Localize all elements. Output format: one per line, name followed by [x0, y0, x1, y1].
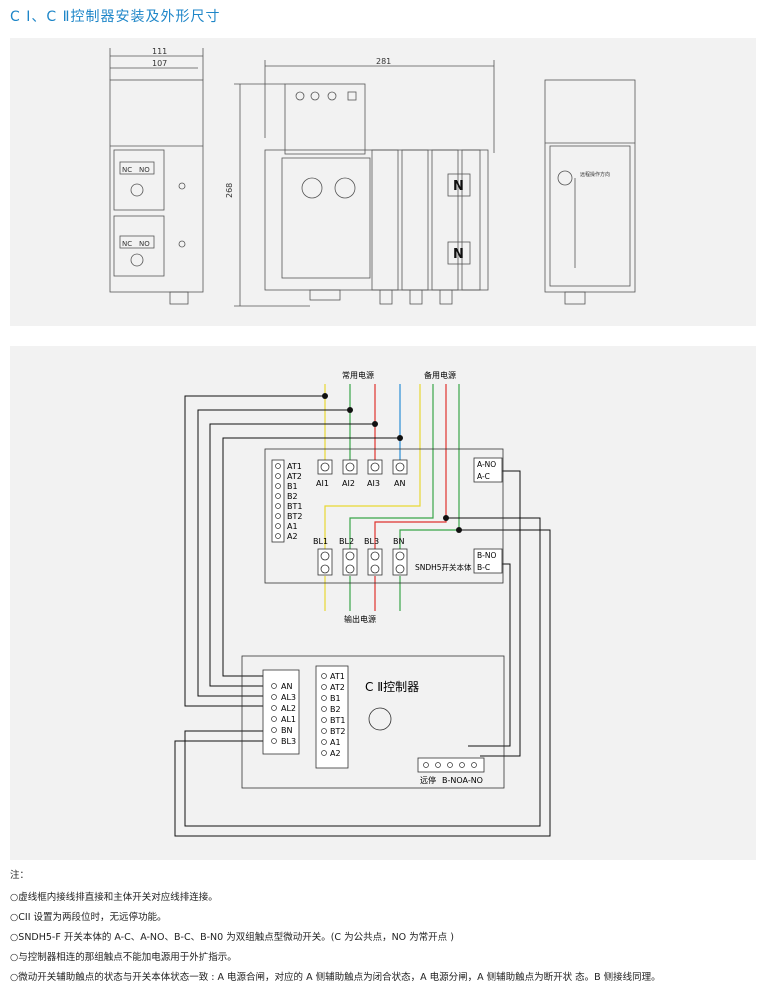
controller-frame	[241, 655, 505, 789]
term-b1: B1	[287, 482, 298, 491]
neutral-label-lower: N	[453, 247, 464, 262]
term-ai3: AI3	[367, 479, 380, 488]
wire-ctrl-an	[184, 395, 325, 707]
right-side-label: 远程操作方向	[580, 171, 610, 178]
controller-title: C Ⅱ控制器	[365, 680, 419, 694]
wire-backup-red	[374, 384, 447, 551]
switch-body-frame	[264, 448, 504, 584]
controller-knob-icon	[368, 707, 392, 731]
ctrl-bn: BN	[281, 726, 292, 735]
dim-text-281: 281	[376, 57, 391, 66]
term-bl2: BL2	[339, 537, 354, 546]
ctrl-al1: AL1	[281, 715, 296, 724]
outline-drawing: 111 107 NC NO NC NO 281 268 N N 远程操作方向	[109, 47, 636, 307]
ctrl-b1: B1	[330, 694, 341, 703]
front-view-top-module	[284, 83, 366, 155]
wiring-diagram: AT1 AT2 B1 B2 BT1 BT2 A1 A2 AI1 AI2 AI3 …	[174, 370, 551, 837]
side-nc-label-lower: NC	[122, 240, 132, 248]
term-bt2: BT2	[287, 512, 302, 521]
ctrl-at2: AT2	[330, 683, 345, 692]
ctrl-al3: AL3	[281, 693, 296, 702]
left-terminal-strip	[271, 459, 285, 543]
note-item: ○与控制器相连的那组触点不能加电源用于外扩指示。	[10, 952, 237, 963]
notes-section: 注： ○虚线框内接线排直接和主体开关对应线排连接。 ○CII 设置为两段位时，无…	[10, 866, 760, 988]
dim-text-111: 111	[152, 47, 167, 56]
side-view-body	[109, 79, 204, 293]
switch-body-label: SNDH5开关本体	[415, 562, 472, 572]
term-bl1: BL1	[313, 537, 328, 546]
wire-backup-green-black	[349, 384, 434, 551]
ctrl-a2: A2	[330, 749, 341, 758]
ctrl-bt2: BT2	[330, 727, 345, 736]
ctrl-a1: A1	[330, 738, 341, 747]
wiring-diagram-panel: AT1 AT2 B1 B2 BT1 BT2 A1 A2 AI1 AI2 AI3 …	[10, 346, 756, 860]
ctrl-bl3: BL3	[281, 737, 296, 746]
common-power-label: 常用电源	[342, 370, 374, 380]
side-nc-label: NC	[122, 166, 132, 174]
term-bt1: BT1	[287, 502, 302, 511]
ctrl-b2: B2	[330, 705, 341, 714]
output-power-label: 输出电源	[344, 614, 376, 624]
term-at2: AT2	[287, 472, 302, 481]
term-at1: AT1	[287, 462, 302, 471]
ctrl-at1: AT1	[330, 672, 345, 681]
note-item: ○CII 设置为两段位时，无远停功能。	[10, 912, 167, 923]
note-item: ○SNDH5-F 开关本体的 A-C、A-NO、B-C、B-N0 为双组触点型微…	[10, 932, 454, 943]
term-ai2: AI2	[342, 479, 355, 488]
a-c-label: A-C	[477, 472, 490, 481]
term-ai1: AI1	[316, 479, 329, 488]
notes-heading: 注：	[10, 870, 30, 881]
b-noa-no-label: B-NOA-NO	[442, 776, 483, 785]
term-a2: A2	[287, 532, 298, 541]
outline-dimension-panel: 111 107 NC NO NC NO 281 268 N N 远程操作方向	[10, 38, 756, 326]
note-item: ○虚线框内接线排直接和主体开关对应线排连接。	[10, 892, 218, 903]
dim-text-268: 268	[225, 183, 234, 198]
term-a1: A1	[287, 522, 298, 531]
wire-backup-yellow	[324, 384, 421, 551]
b-c-label: B-C	[477, 563, 490, 572]
remote-stop-label: 远停	[420, 775, 436, 785]
b-no-label: B-NO	[477, 551, 496, 560]
term-bn: BN	[393, 537, 404, 546]
dim-text-107: 107	[152, 59, 167, 68]
backup-power-label: 备用电源	[424, 370, 456, 380]
front-view-body	[264, 149, 481, 291]
ctrl-al2: AL2	[281, 704, 296, 713]
side-no-label: NO	[139, 166, 150, 174]
term-an: AN	[394, 479, 405, 488]
ctrl-an: AN	[281, 682, 292, 691]
wire-backup-green	[399, 384, 460, 551]
page-title: C Ⅰ、C Ⅱ控制器安装及外形尺寸	[10, 9, 221, 25]
ctrl-bt1: BT1	[330, 716, 345, 725]
neutral-label-upper: N	[453, 179, 464, 194]
note-item: ○微动开关辅助触点的状态与开关本体状态一致 : A 电源合闸，对应的 A 侧辅助…	[10, 972, 661, 983]
side-no-label-lower: NO	[139, 240, 150, 248]
right-side-view	[544, 79, 636, 293]
ctrl-mid-strip	[315, 665, 349, 769]
ctrl-left-strip	[262, 669, 300, 755]
term-b2: B2	[287, 492, 298, 501]
term-bl3: BL3	[364, 537, 379, 546]
a-no-label: A-NO	[477, 460, 496, 469]
